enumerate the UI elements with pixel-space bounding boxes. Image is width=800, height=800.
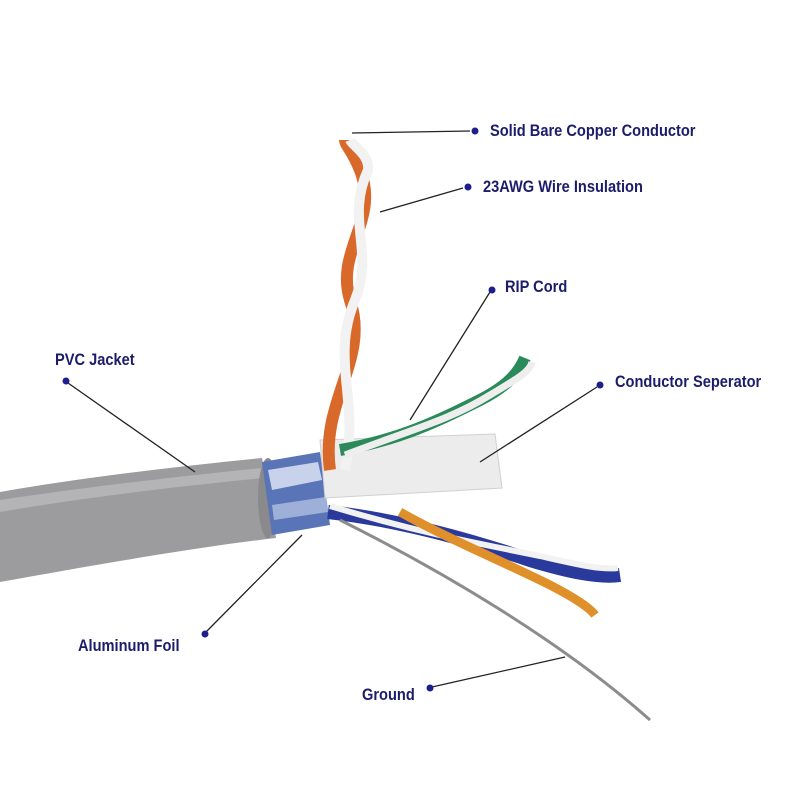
label-aluminum-foil: Aluminum Foil	[78, 636, 180, 655]
label-pvc-jacket: PVC Jacket	[55, 350, 135, 369]
leader-dots	[62, 127, 604, 692]
label-ground: Ground	[362, 685, 415, 704]
label-copper-conductor: Solid Bare Copper Conductor	[490, 121, 696, 140]
label-wire-insulation: 23AWG Wire Insulation	[483, 177, 643, 196]
label-rip-cord: RIP Cord	[505, 277, 568, 296]
pvc-jacket	[0, 458, 276, 582]
label-conductor-separator: Conductor Seperator	[615, 372, 762, 391]
orange-pair	[322, 139, 372, 471]
ground-wire	[339, 518, 651, 722]
aluminum-foil	[262, 452, 330, 535]
orange-wire	[397, 508, 599, 618]
leader-lines	[67, 130, 598, 688]
